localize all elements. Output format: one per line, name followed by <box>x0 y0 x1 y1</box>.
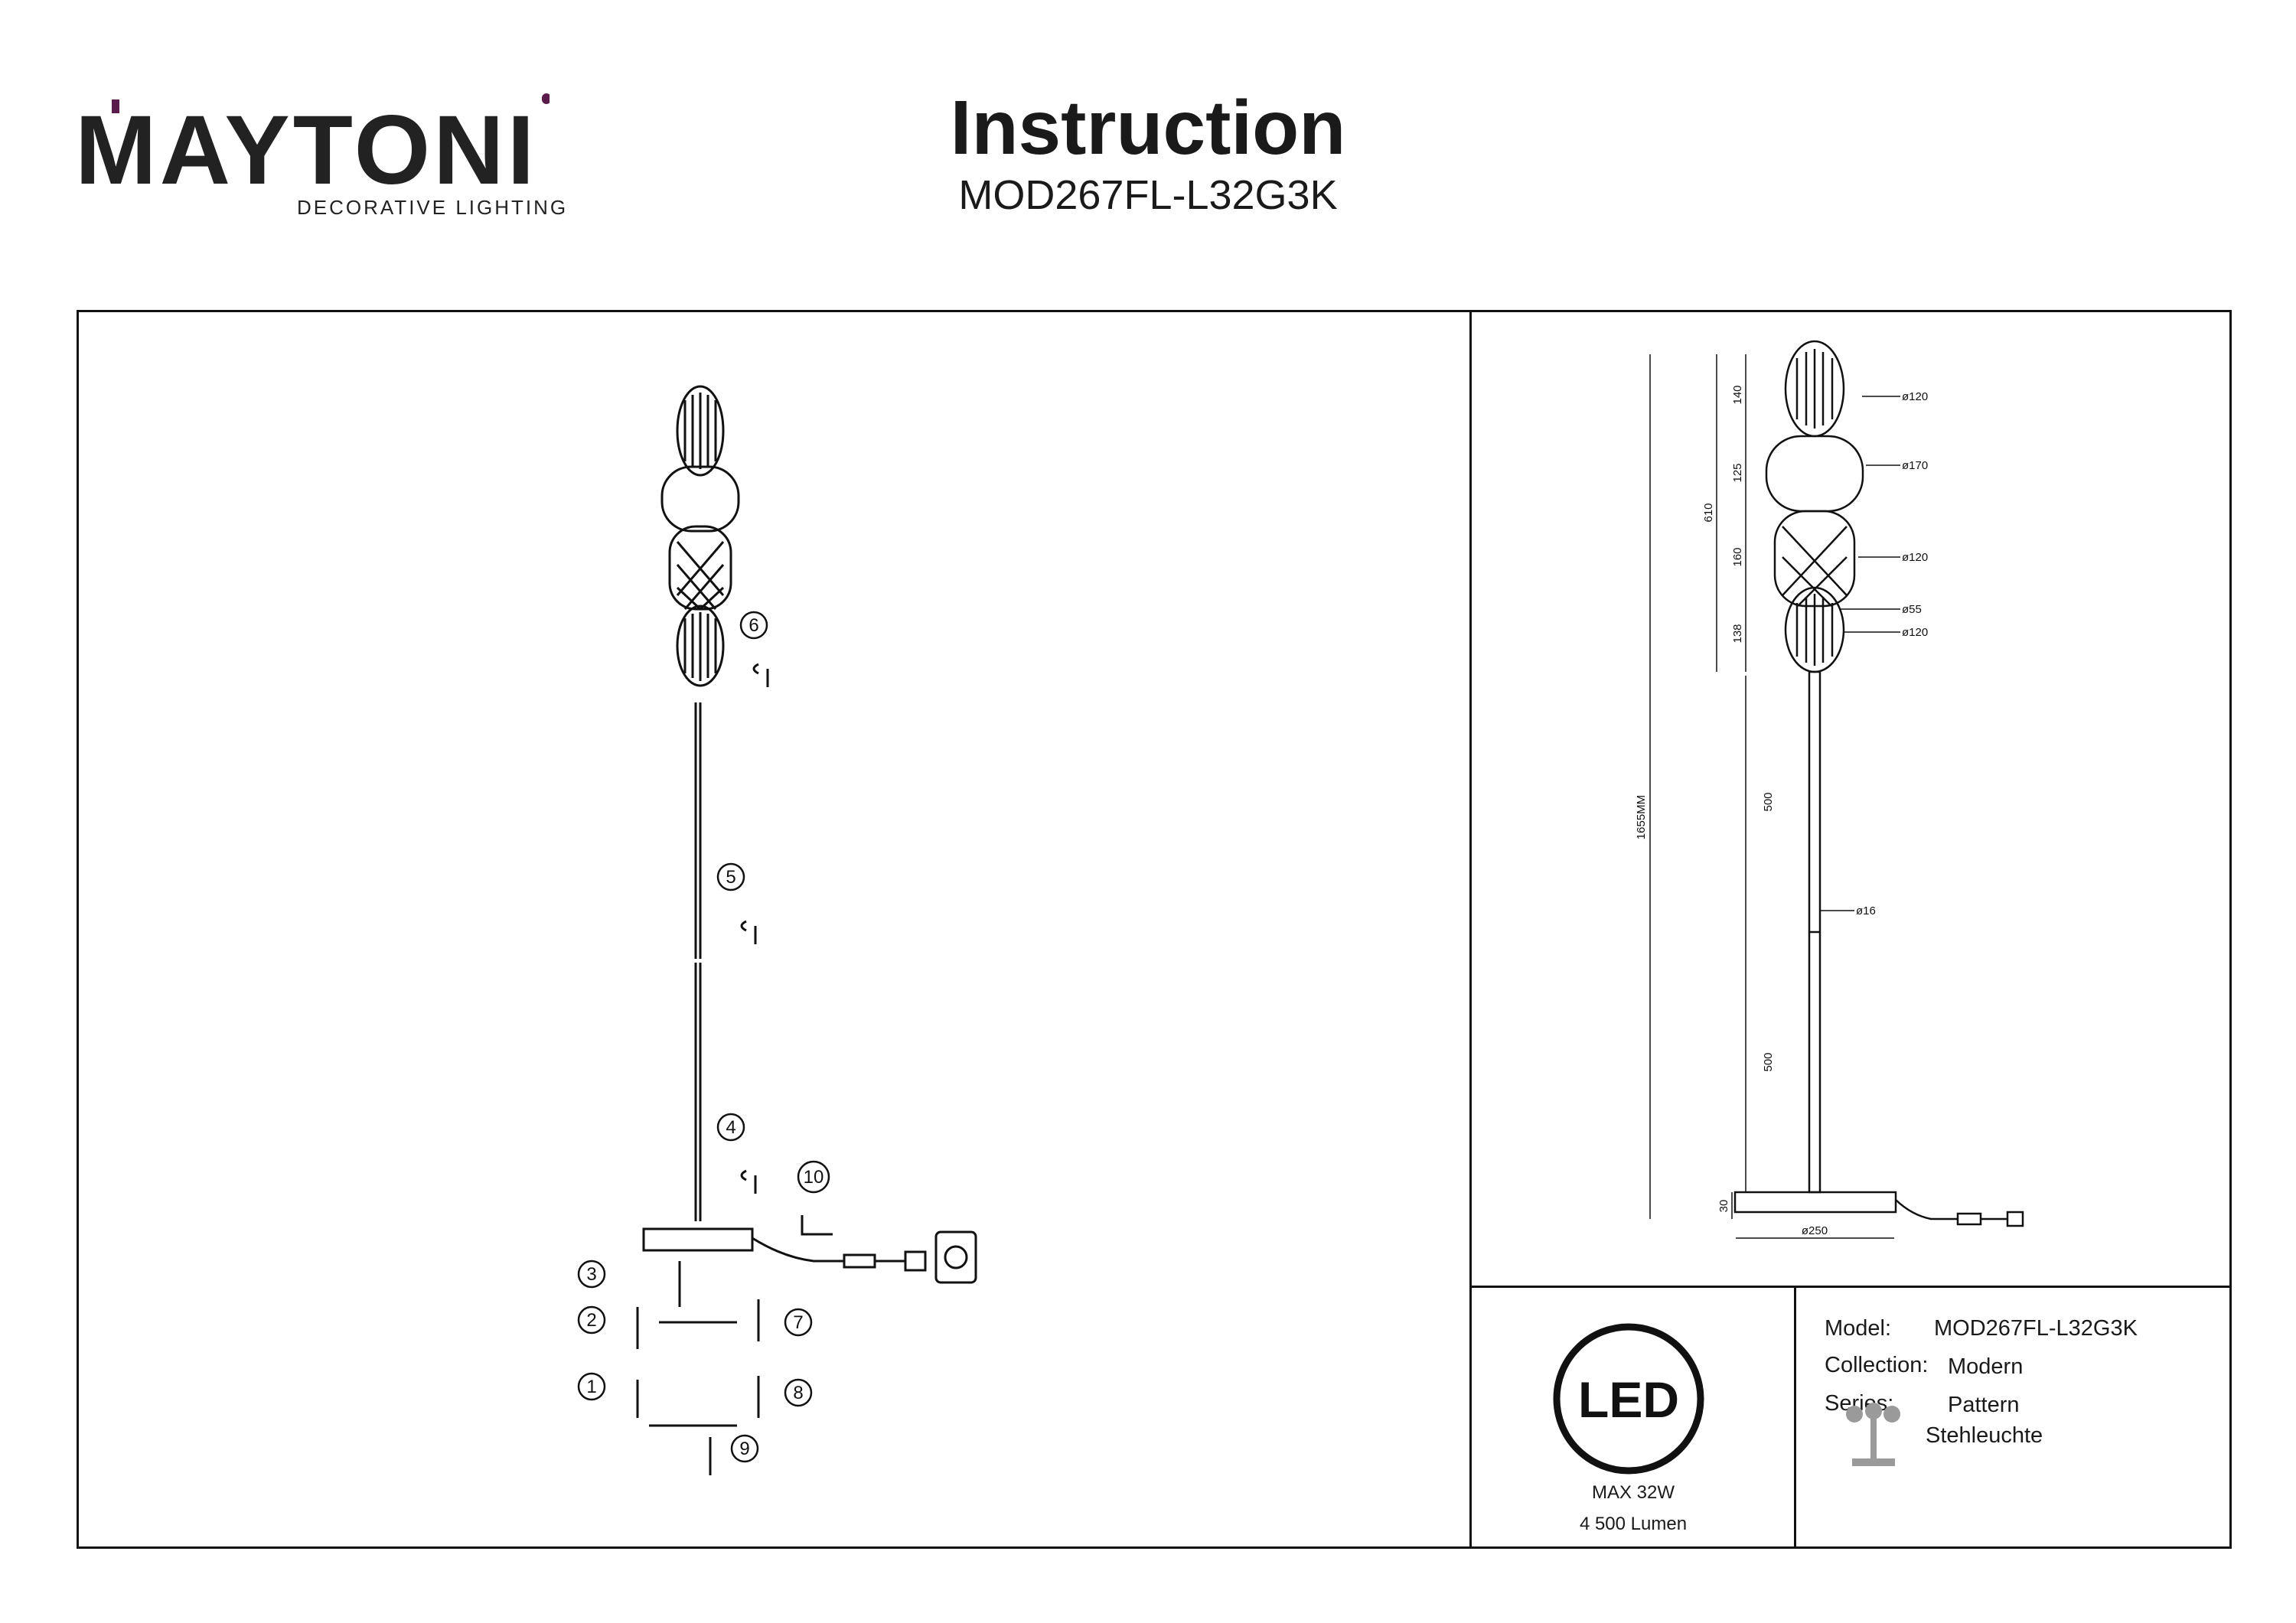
dim-dia-4: ø55 <box>1902 603 1922 616</box>
spec-model-value: MOD267FL-L32G3K <box>1934 1316 2138 1341</box>
arrow-10 <box>801 1215 833 1236</box>
dim-base <box>1733 1191 1897 1214</box>
spec-series-value: Pattern <box>1948 1393 2020 1417</box>
instruction-frame <box>77 310 2232 1549</box>
assembly-diagram: 6 5 4 3 2 1 7 8 9 10 <box>577 385 977 1475</box>
step-7: 7 <box>793 1312 803 1333</box>
rotate-arrow-4 <box>740 1169 757 1194</box>
dim-heads-height: 610 <box>1702 503 1715 522</box>
dim-shade-2 <box>1765 435 1864 513</box>
maytoni-logo: MAYTONI <box>75 93 550 199</box>
step-3: 3 <box>586 1264 596 1285</box>
shade-opal <box>660 465 740 533</box>
led-badge: LED <box>1553 1323 1704 1475</box>
led-power: MAX 32W <box>1591 1482 1675 1503</box>
dim-base-height: 30 <box>1717 1200 1730 1213</box>
dim-base-diameter: ø250 <box>1802 1224 1828 1237</box>
floor-lamp-icon <box>1846 1403 1900 1466</box>
dim-seg-1: 140 <box>1731 385 1744 404</box>
spec-model-label: Model: <box>1825 1316 1892 1341</box>
dim-rod-diameter: ø16 <box>1856 904 1876 917</box>
base-plate <box>642 1227 754 1252</box>
spec-type-value: Stehleuchte <box>1926 1423 2043 1448</box>
spec-collection-label: Collection: <box>1825 1353 1929 1377</box>
step-4: 4 <box>726 1117 735 1138</box>
dimension-drawing: 1655MM 610 140 125 160 138 500 500 30 ø1… <box>1635 340 2024 1239</box>
rotate-arrow-5 <box>740 920 757 944</box>
wall-socket <box>934 1230 977 1284</box>
step-10: 10 <box>804 1167 824 1188</box>
foot-switch <box>843 1253 876 1269</box>
shade-ribbed-top <box>676 385 725 477</box>
plug <box>904 1250 927 1272</box>
led-lumen: 4 500 Lumen <box>1579 1514 1688 1534</box>
logo-dot-accent <box>112 99 119 113</box>
dim-seg-2: 125 <box>1731 463 1744 482</box>
step-1: 1 <box>586 1377 596 1397</box>
dim-dia-3: ø120 <box>1902 551 1928 564</box>
dim-dia-1: ø120 <box>1902 390 1928 403</box>
dim-seg-3: 160 <box>1731 547 1744 566</box>
led-badge-text: LED <box>1578 1371 1679 1428</box>
document-title: Instruction <box>950 85 1346 171</box>
spec-collection-value: Modern <box>1948 1354 2024 1379</box>
step-6: 6 <box>748 615 758 636</box>
shade-mesh <box>668 525 732 611</box>
dim-rod-1: 500 <box>1762 792 1775 811</box>
dim-dia-2: ø170 <box>1902 459 1928 472</box>
document-model-code: MOD267FL-L32G3K <box>958 172 1338 218</box>
dim-dia-5: ø120 <box>1902 626 1928 639</box>
dim-rod-2: 500 <box>1762 1052 1775 1071</box>
rotate-arrow-6 <box>752 663 769 687</box>
frame-divider-vertical <box>1469 310 1472 1549</box>
step-9: 9 <box>739 1439 749 1459</box>
shade-ribbed-bottom <box>676 605 725 687</box>
spec-divider-vertical <box>1794 1286 1796 1549</box>
logo-wordmark: MAYTONI <box>75 96 537 199</box>
frame-divider-horizontal <box>1469 1286 2232 1288</box>
logo-i-dot <box>542 93 550 104</box>
power-cable <box>752 1237 844 1263</box>
logo-tagline: DECORATIVE LIGHTING <box>297 196 569 219</box>
step-5: 5 <box>726 867 735 888</box>
dim-cable <box>1895 1199 1958 1221</box>
dim-seg-4: 138 <box>1731 624 1744 643</box>
dim-total-height: 1655MM <box>1635 795 1648 839</box>
step-2: 2 <box>586 1310 596 1331</box>
step-8: 8 <box>793 1383 803 1403</box>
